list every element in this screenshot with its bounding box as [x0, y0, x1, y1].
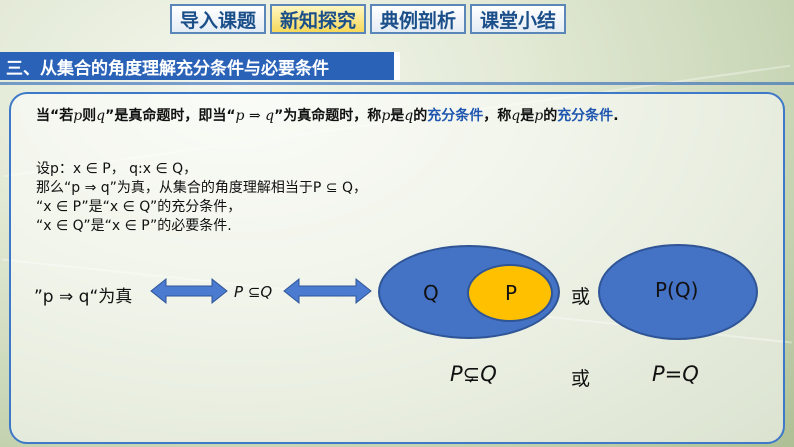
or-text-bottom: 或 [571, 368, 591, 390]
equal-set-label: P=Q [652, 362, 699, 386]
top-nav: 导入课题 新知探究 典例剖析 课堂小结 [170, 4, 567, 34]
tab-examples[interactable]: 典例剖析 [370, 4, 467, 34]
proper-subset-label: P⊊Q [450, 362, 497, 386]
section-title: 三、从集合的角度理解充分条件与必要条件 [0, 52, 400, 80]
or-text: 或 [571, 286, 591, 308]
necessary-condition-term: 充分条件 [557, 108, 614, 124]
subset-label: P ⊆Q [234, 283, 273, 301]
tab-new-knowledge[interactable]: 新知探究 [270, 4, 367, 34]
set-p-ellipse [467, 264, 553, 322]
definition-line: 当“若p则q”是真命题时，即当“p ⇒ q”为真命题时，称p是q的充分条件，称q… [36, 108, 619, 124]
explanation-line: “x ∈ P”是“x ∈ Q”的充分条件， [36, 199, 242, 215]
double-arrow-icon [283, 277, 372, 305]
set-p-label: P [505, 281, 518, 305]
double-arrow-icon [150, 277, 228, 305]
proposition-label: ”p ⇒ q“为真 [34, 287, 133, 307]
sufficient-condition-term: 充分条件 [427, 108, 484, 124]
section-divider [0, 82, 794, 85]
explanation-text: 设p：x ∈ P， q:x ∈ Q， 那么“p ⇒ q”为真，从集合的角度理解相… [36, 160, 367, 236]
explanation-line: 设p：x ∈ P， q:x ∈ Q， [36, 161, 198, 177]
tab-intro[interactable]: 导入课题 [170, 4, 267, 34]
explanation-line: “x ∈ Q”是“x ∈ P”的必要条件. [36, 218, 232, 234]
set-q-label: Q [423, 281, 439, 305]
set-equal-ellipse [598, 244, 758, 340]
explanation-line: 那么“p ⇒ q”为真，从集合的角度理解相当于P ⊆ Q， [36, 180, 368, 196]
tab-summary[interactable]: 课堂小结 [470, 4, 567, 34]
set-equal-label: P(Q) [655, 278, 699, 302]
